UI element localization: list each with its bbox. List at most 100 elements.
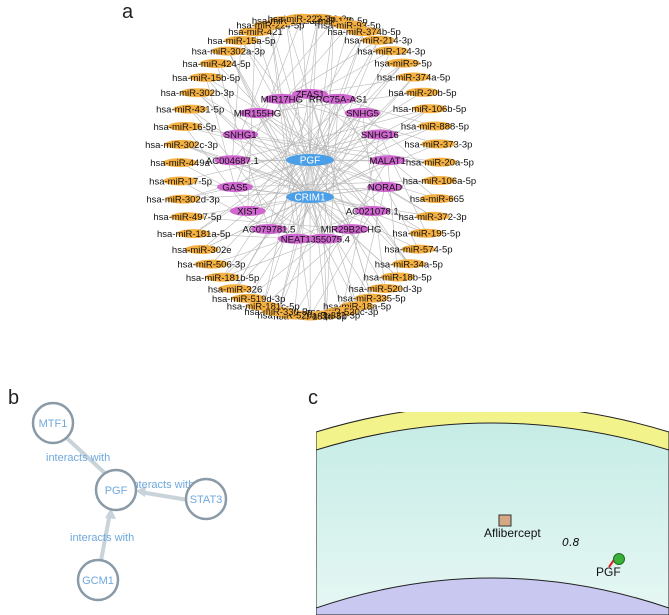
mirna-label: hsa-miR-195-5p — [392, 229, 460, 240]
pgf-node — [613, 553, 625, 565]
mirna-label: hsa-miR-520a-3p — [258, 310, 331, 321]
mirna-node — [347, 27, 382, 37]
mirna-label: hsa-miR-374b-5p — [327, 27, 400, 38]
mirna-node — [163, 176, 198, 186]
mirna-label: hsa-miR-106a-5p — [403, 176, 476, 187]
mirna-node — [224, 35, 259, 45]
lncrna-node — [306, 233, 343, 244]
panel-b-letter: b — [8, 387, 19, 409]
mirna-label: hsa-miR-129-5p — [300, 16, 368, 27]
mirna-label: hsa-miR-421 — [228, 27, 282, 38]
mirna-label: hsa-miR-302a-3p — [192, 47, 265, 58]
lncrna-label: SNHG5 — [346, 109, 379, 120]
gene-node — [286, 154, 334, 166]
edge-lncrna-mirna — [295, 40, 379, 239]
mirna-label: hsa-miR-506-3p — [177, 260, 245, 271]
edge-mirna-gene — [193, 159, 311, 234]
mirna-label: hsa-miR-497-5p — [153, 212, 221, 223]
edge-lncrna-mirna — [228, 50, 325, 239]
mirna-label: hsa-miR-9-5p — [374, 59, 432, 70]
mirna-node — [284, 13, 319, 23]
mirna-label: hsa-miR-665 — [410, 194, 464, 205]
mirna-label: hsa-miR-20a-5p — [406, 158, 474, 169]
lncrna-node — [229, 205, 266, 216]
edge-lncrna-mirna — [278, 238, 296, 312]
mirna-node — [211, 46, 246, 56]
edge-lncrna-mirna — [241, 40, 373, 212]
node-pgf-label: PGF — [105, 485, 128, 497]
lncrna-node — [222, 129, 259, 140]
lncrna-label: NORAD — [368, 182, 402, 193]
edge-lncrna-mirna — [387, 160, 399, 277]
lncrna-label: MIR29B2CHG — [321, 225, 382, 236]
mirna-label: hsa-miR-519d-3p — [212, 294, 285, 305]
lncrna-label: SNHG16 — [361, 130, 399, 141]
mirna-label: hsa-miR-20b-5p — [388, 88, 456, 99]
mirna-label: hsa-miR-34a-5p — [375, 259, 443, 270]
lncrna-node — [320, 93, 357, 104]
mirna-node — [205, 272, 240, 282]
mirna-node — [380, 272, 415, 282]
lncrna-node — [354, 205, 391, 216]
mirna-label: hsa-miR-374a-5p — [377, 73, 450, 84]
edge-mirna-gene — [228, 50, 311, 198]
binding-score: 0.8 — [562, 536, 580, 549]
edge-lncrna-mirna — [197, 92, 241, 135]
lncrna-label: SNHG1 — [224, 130, 257, 141]
lncrna-label: GAS5 — [222, 182, 247, 193]
edge-lncrna-mirna — [338, 98, 436, 127]
node-mtf1-label: MTF1 — [39, 418, 68, 430]
mirna-label: hsa-miR-373-3p — [404, 139, 472, 150]
mirna-label: hsa-miR-106b-5p — [393, 104, 466, 115]
edge-lncrna-mirna — [341, 134, 381, 312]
edge-mirna-gene — [309, 108, 430, 198]
mirna-label: hsa-miR-181a-5p — [157, 229, 230, 240]
mirna-node — [246, 301, 281, 311]
edge-mirna-gene — [309, 143, 439, 198]
edge-lncrna-mirna — [205, 77, 236, 188]
mirna-label: hsa-miR-134-5p — [252, 16, 320, 27]
edge-mirna-gene — [309, 125, 436, 161]
lncrna-label: MALAT1 — [370, 156, 406, 167]
lncrna-label: ZFAS1 — [295, 90, 324, 101]
edge-lncrna-mirna — [234, 62, 404, 188]
mirna-label: hsa-miR-124-3p — [357, 46, 425, 57]
edge-lncrna-mirna — [232, 108, 430, 161]
mirna-node — [420, 194, 455, 204]
edge-lncrna-mirna — [362, 112, 440, 181]
mirna-label: hsa-miR-302c-3p — [145, 140, 218, 151]
edge-label-mtf1: interacts with — [46, 452, 110, 464]
edge-lncrna-mirna — [309, 18, 319, 95]
gene-label: CRIM1 — [294, 193, 326, 204]
edge-lncrna-mirna — [222, 238, 325, 278]
node-gcm1 — [76, 558, 120, 602]
lncrna-label: MIR155HG — [234, 109, 282, 120]
mirna-node — [194, 259, 229, 269]
panel-c-diagram: Aflibercept 0.8 PGF — [316, 412, 669, 615]
mirna-node — [218, 284, 253, 294]
edge-label-gcm1: interacts with — [70, 532, 134, 544]
edge-lncrna-mirna — [281, 98, 311, 317]
edge-mirna-gene — [309, 76, 414, 198]
panel-a-letter: a — [122, 1, 134, 23]
mirna-node — [170, 212, 205, 222]
mirna-node — [166, 194, 201, 204]
lncrna-label: XIST — [237, 206, 258, 217]
mirna-node — [396, 72, 431, 82]
edge-lncrna-mirna — [337, 31, 365, 100]
mirna-node — [167, 121, 202, 131]
edge-mirna-gene — [190, 108, 311, 198]
edge-lncrna-mirna — [187, 216, 352, 230]
edge-lncrna-mirna — [325, 98, 339, 315]
edge-mirna-gene — [255, 31, 311, 198]
edge-mirna-gene — [262, 159, 311, 307]
mirna-label: hsa-miR-335-5p — [338, 294, 406, 305]
edge-gcm1-pgf — [98, 512, 112, 567]
mirna-node — [421, 139, 456, 149]
lncrna-node — [333, 224, 370, 235]
mirna-node — [422, 176, 457, 186]
edge-lncrna-gene — [257, 112, 311, 198]
edge-lncrna-gene — [257, 112, 311, 161]
